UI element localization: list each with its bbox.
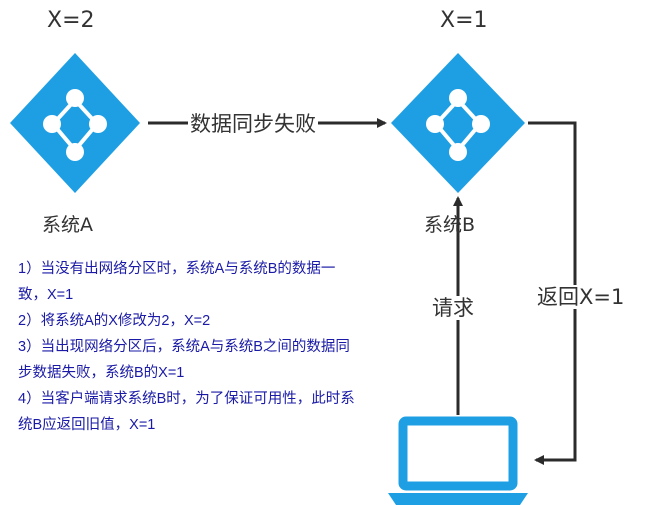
sync-failed-label: 数据同步失败	[188, 112, 318, 136]
return-label: 返回X=1	[535, 285, 627, 309]
request-label: 请求	[430, 296, 476, 320]
node-b-x-value: X=1	[440, 8, 488, 33]
note-line: 4）当客户端请求系统B时，为了保证可用性，此时系	[18, 391, 355, 407]
note-line: 致，X=1	[18, 287, 74, 303]
node-a-name: 系统A	[42, 214, 93, 236]
note-line: 步数据失败，系统B的X=1	[18, 365, 185, 381]
node-a-x-value: X=2	[47, 8, 95, 33]
node-b-icon	[391, 53, 525, 193]
node-b-name: 系统B	[424, 214, 476, 236]
laptop-icon	[388, 416, 528, 505]
node-a-icon	[10, 53, 140, 193]
note-line: 1）当没有出网络分区时，系统A与系统B的数据一	[18, 261, 336, 277]
note-line: 统B应返回旧值，X=1	[18, 417, 156, 433]
explanation-notes: 1）当没有出网络分区时，系统A与系统B的数据一 致，X=1 2）将系统A的X修改…	[18, 256, 403, 438]
note-line: 2）将系统A的X修改为2，X=2	[18, 313, 211, 329]
note-line: 3）当出现网络分区后，系统A与系统B之间的数据同	[18, 339, 350, 355]
